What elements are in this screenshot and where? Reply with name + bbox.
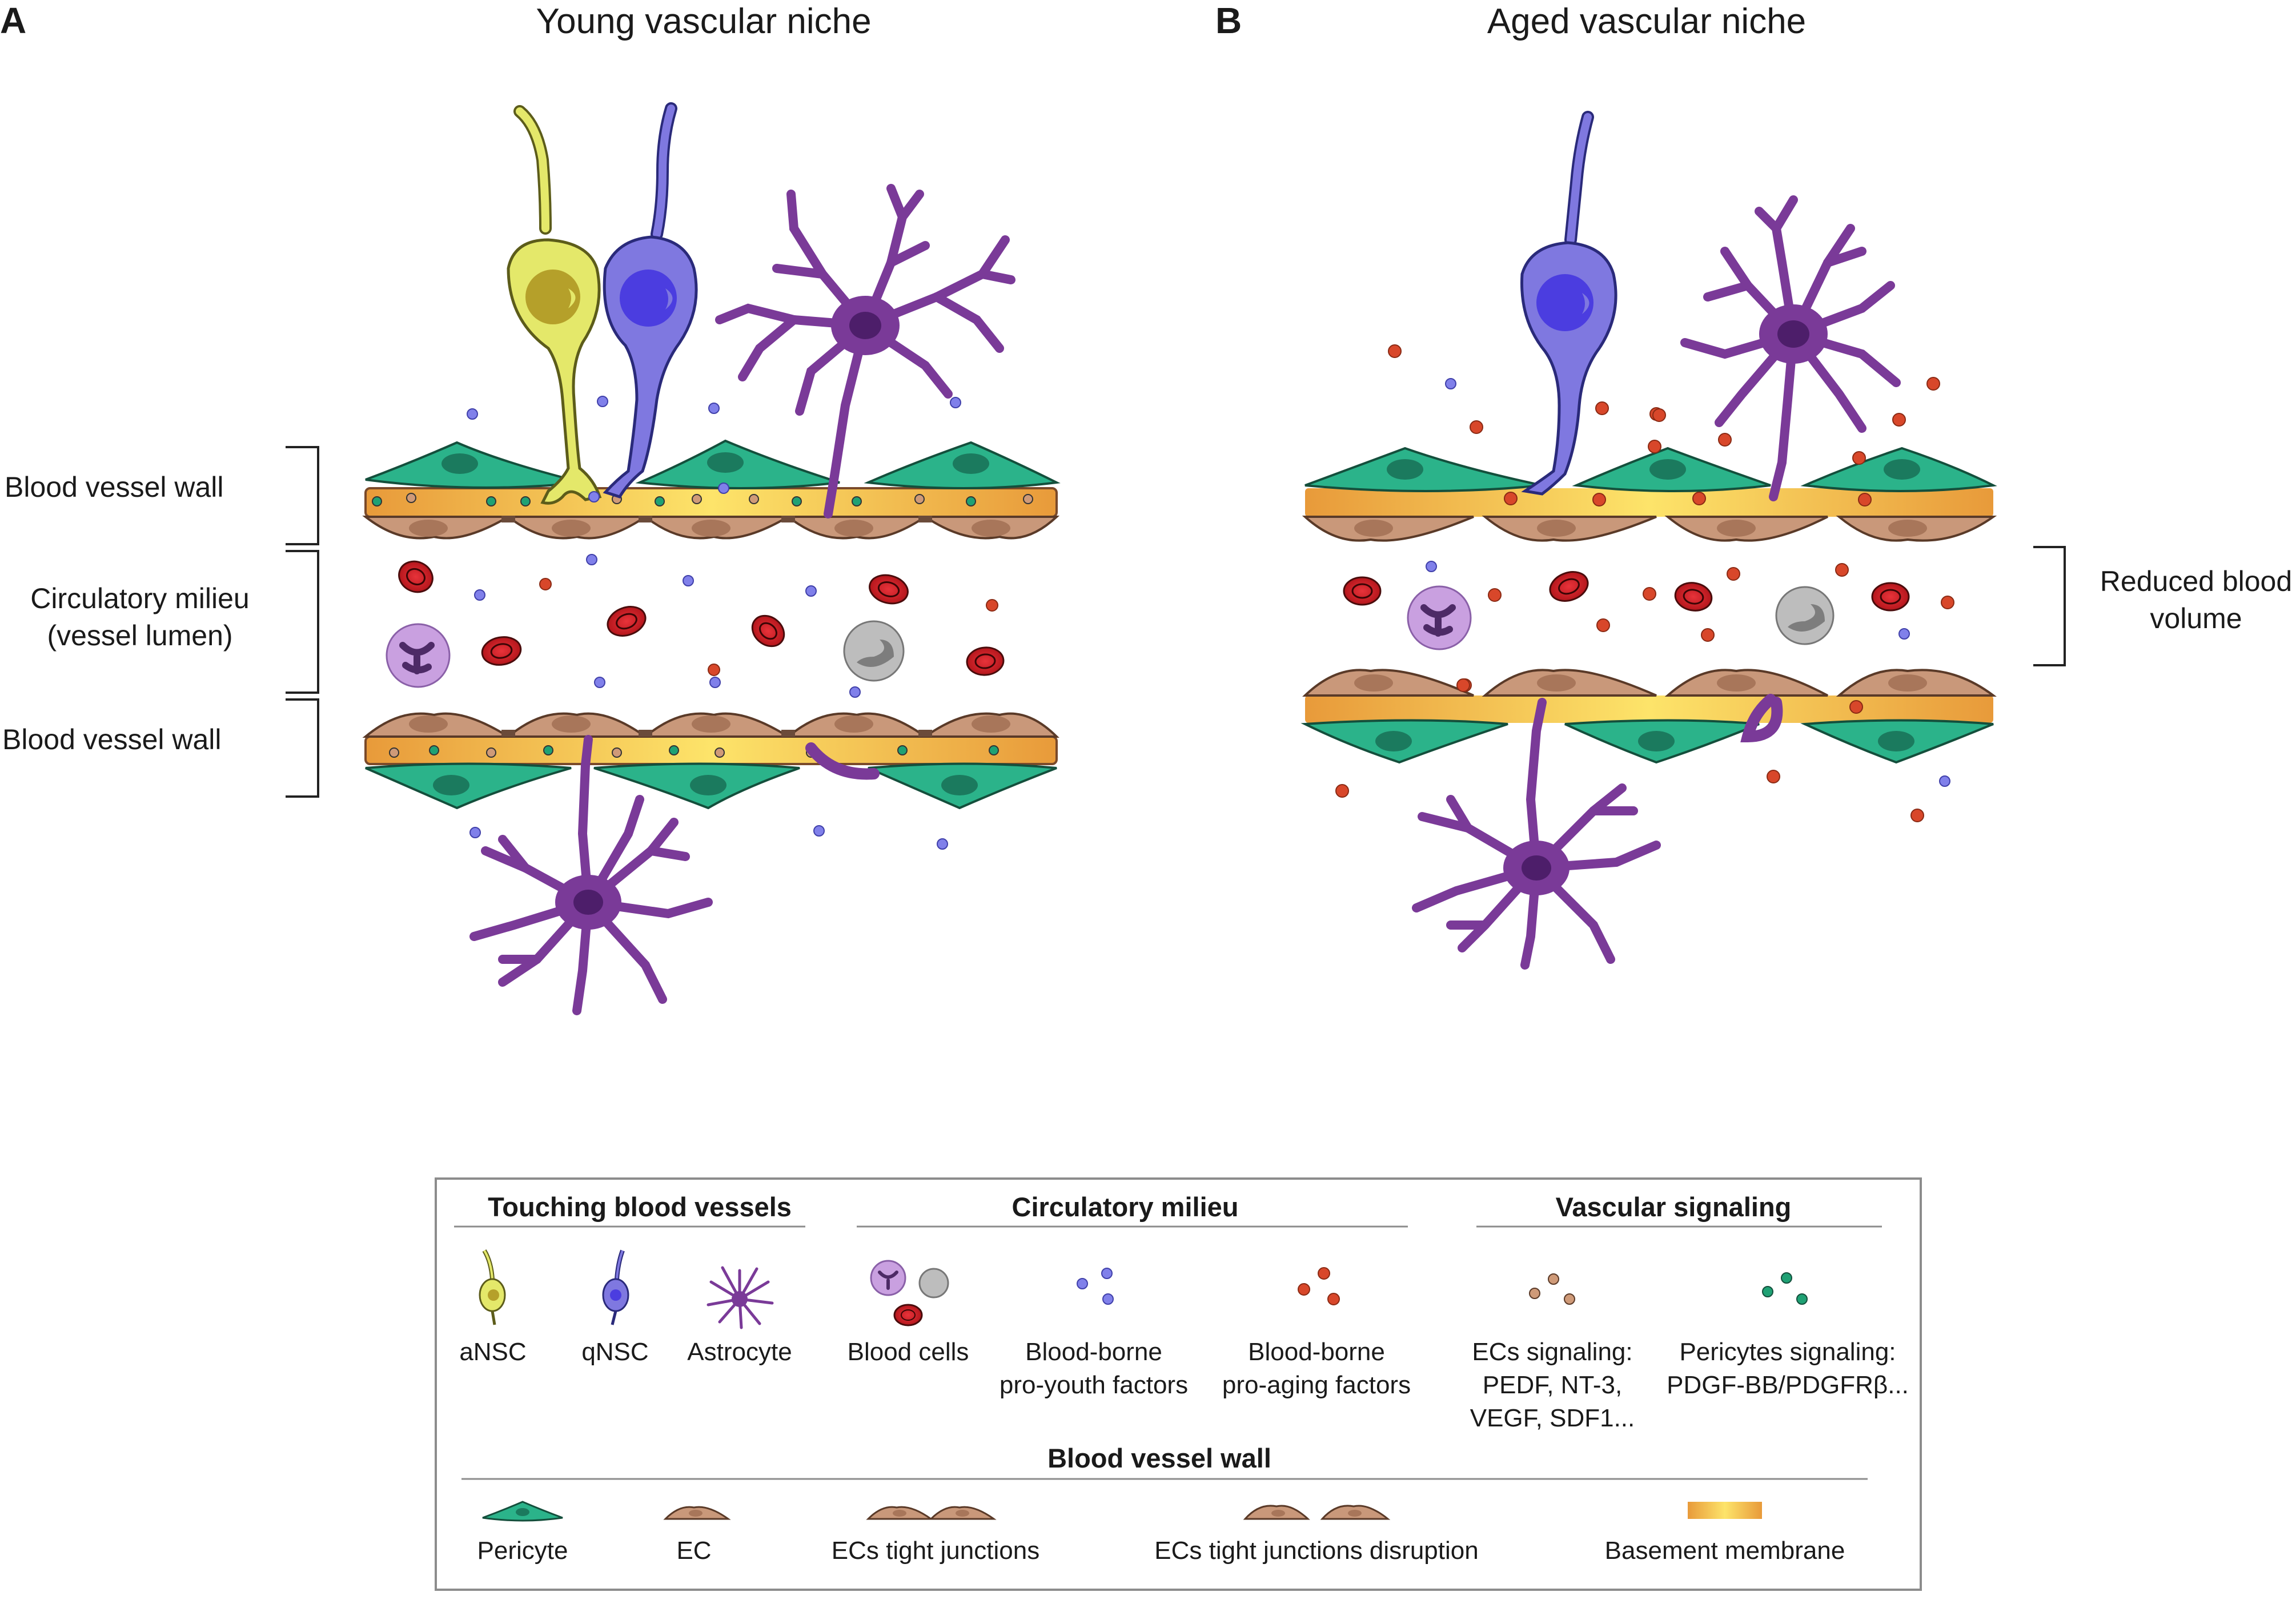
tight-junction-icon [866,1506,997,1520]
legend-aging-line2: pro-aging factors [1222,1371,1411,1399]
leukocyte-grey [1775,586,1835,645]
panel-b-letter: B [1215,0,1242,41]
red-blood-cells [398,560,1005,676]
legend-ansc: aNSC [459,1338,526,1366]
ansc-cell [507,105,602,505]
membrane-signal-dots [372,493,1033,506]
endothelial-cells [1302,669,1997,697]
basement-membrane [364,735,1058,765]
panel-b: B Aged vascular niche Reduced blood volu… [1215,0,2292,970]
pro-youth-factors [467,396,961,850]
label-blood-vessel-wall-top: Blood vessel wall [5,471,224,503]
astrocyte-body [831,296,900,355]
panel-a-letter: A [0,0,26,41]
qnsc-cell [603,102,698,499]
astrocyte-endfoot [1740,694,1783,743]
leukocyte-purple [1407,585,1472,650]
astrocyte-body [1503,841,1570,895]
vessel-wall-bottom-b [1300,669,1997,764]
label-reduced-blood: Reduced blood [2100,565,2292,597]
legend-qnsc: qNSC [581,1338,648,1366]
qnsc-icon [602,1249,629,1325]
leukocyte-purple [386,623,451,688]
pericytes [1300,719,1994,764]
bracket-wall-bottom [286,698,319,798]
tight-junctions [501,516,932,522]
bracket-wall-top [286,446,319,545]
vessel-wall-top-b [1302,447,1997,542]
label-volume: volume [2150,602,2242,634]
blood-cells-icon [870,1260,949,1326]
ec-signal-icon [1529,1273,1575,1305]
bracket-lumen [286,550,319,694]
qnsc-cell [1520,111,1617,496]
legend-pericyte: Pericyte [477,1537,568,1565]
panel-a: A Young vascular niche Blood vessel wall… [0,0,1061,1015]
basement-membrane [1305,488,1993,517]
legend-ec: EC [676,1537,711,1565]
vessel-wall-bottom-a [362,712,1059,810]
legend-pcsig-line1: Pericytes signaling: [1679,1338,1896,1366]
membrane-aging-dots [1504,492,1872,506]
endothelial-cells [362,516,1060,540]
label-blood-vessel-wall-bottom: Blood vessel wall [2,723,222,755]
astrocyte-endfoot [805,742,880,780]
basement-membrane-icon [1688,1502,1762,1519]
leukocyte-grey [843,620,905,682]
pro-youth-icon [1077,1268,1114,1305]
legend-header-wall: Blood vessel wall [1047,1443,1271,1473]
astrocyte-cell [715,184,1015,518]
astrocyte-icon [707,1266,774,1329]
legend-aging-line1: Blood-borne [1248,1338,1385,1366]
pericytes [365,439,1061,489]
pro-youth-factors [1426,378,1950,787]
pericytes [1304,447,1997,492]
endothelial-cells [1302,516,1997,542]
legend-youth-line1: Blood-borne [1025,1338,1162,1366]
pro-aging-factors [1335,344,1954,822]
label-circulatory-milieu: Circulatory milieu [30,582,249,614]
pro-aging-icon [1298,1267,1340,1305]
legend-pcsig-line2: PDGF-BB/PDGFRβ... [1667,1371,1909,1399]
astrocyte-body [555,875,621,930]
endothelial-cells [362,712,1059,738]
legend-youth-line2: pro-youth factors [1000,1371,1188,1399]
basement-membrane [364,487,1058,518]
legend-header-signaling: Vascular signaling [1556,1192,1792,1222]
legend-box: Touching blood vessels Circulatory milie… [435,1177,1922,1591]
legend-ecsig-line1: ECs signaling: [1472,1338,1632,1366]
panel-b-title: Aged vascular niche [1487,2,1806,41]
legend-ecsig-line2: PEDF, NT-3, [1483,1371,1623,1399]
tight-junctions [501,730,932,737]
membrane-signal-dots [389,745,999,758]
pro-aging-factors [539,578,998,676]
ec-icon [663,1506,731,1520]
astrocyte-body [1759,304,1828,364]
legend-basement-membrane: Basement membrane [1605,1537,1845,1565]
basement-membrane [1305,696,1993,723]
legend-header-touching: Touching blood vessels [488,1192,792,1222]
legend-header-milieu: Circulatory milieu [1012,1192,1239,1222]
label-vessel-lumen: (vessel lumen) [47,620,232,652]
tight-junction-disruption-icon [1243,1505,1391,1520]
pericytes [365,762,1057,810]
legend-ecsig-line3: VEGF, SDF1... [1470,1404,1635,1432]
legend-tight-junctions-disruption: ECs tight junctions disruption [1154,1537,1478,1565]
pericyte-signal-icon [1762,1272,1808,1305]
legend-blood-cells: Blood cells [848,1338,969,1366]
legend-tight-junctions: ECs tight junctions [832,1537,1039,1565]
panel-a-title: Young vascular niche [536,2,871,41]
red-blood-cells [1343,571,1910,612]
pericyte-icon [482,1501,563,1522]
vessel-wall-top-a [362,439,1061,540]
bracket-reduced-volume [2033,546,2066,666]
ansc-icon [479,1249,506,1325]
legend-astrocyte: Astrocyte [687,1338,792,1366]
